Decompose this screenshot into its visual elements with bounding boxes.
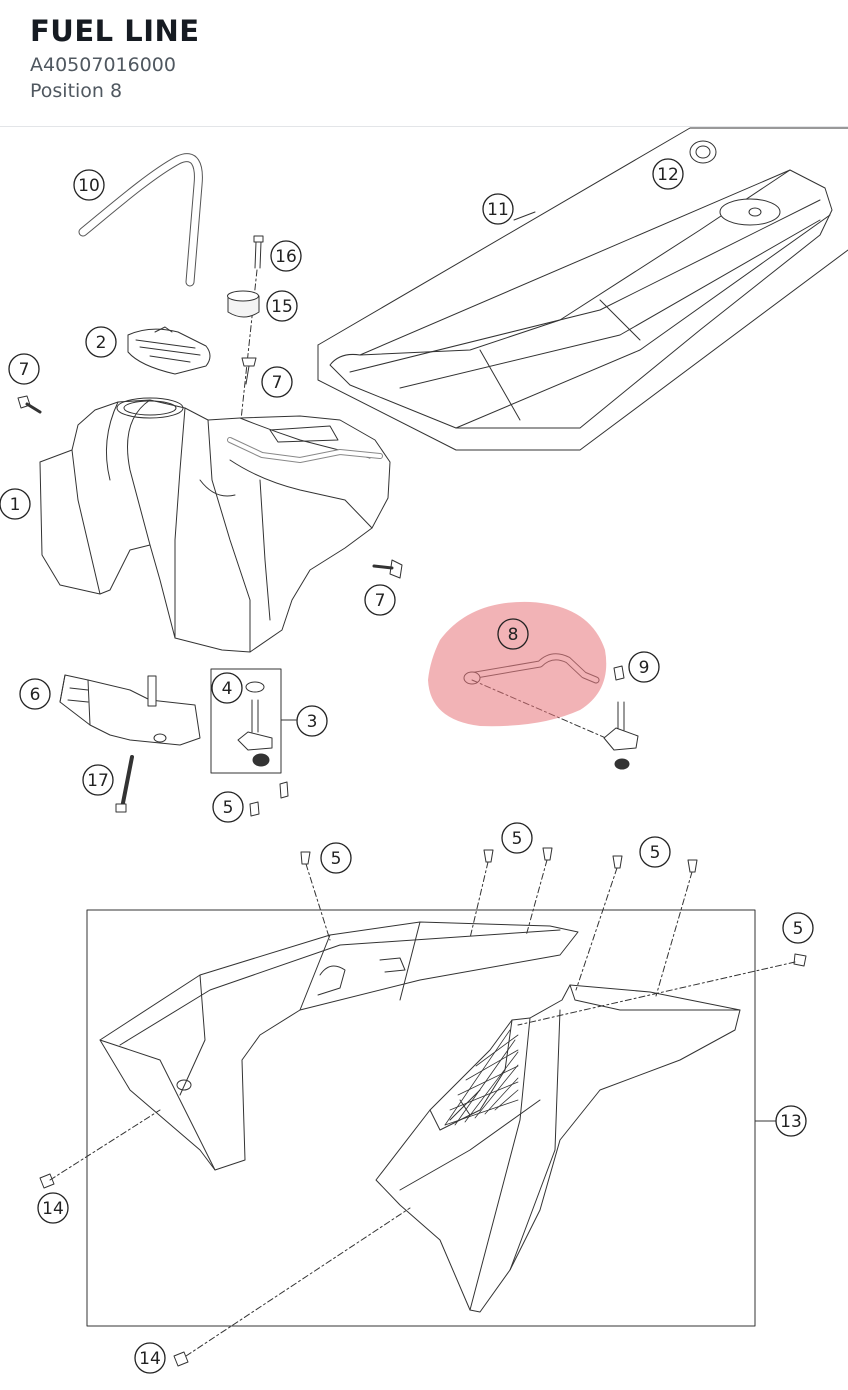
callout-circle	[501, 822, 533, 854]
callout-label: 6	[30, 685, 41, 705]
screw-part-7a	[241, 357, 257, 385]
callout-label: 5	[650, 843, 661, 863]
part-position: Position 8	[30, 80, 123, 102]
callout-circle	[296, 705, 328, 737]
screws-part-5-bottom	[249, 781, 289, 817]
callout-label: 7	[272, 373, 283, 393]
callout-label: 4	[222, 679, 233, 699]
callout-circle	[652, 158, 684, 190]
bolt-part-16	[240, 235, 264, 421]
callout-label: 17	[87, 771, 109, 791]
callout-circle	[320, 842, 352, 874]
callout-circle	[270, 240, 302, 272]
valve-part-9	[603, 665, 639, 770]
fuel-valve-group	[210, 668, 297, 774]
callout-label: 2	[96, 333, 107, 353]
part-header: FUEL LINE A40507016000 Position 8	[0, 0, 848, 127]
callout-circle	[782, 912, 814, 944]
callout-circle	[266, 290, 298, 322]
screw-part-7b	[17, 395, 42, 414]
callout-label: 14	[139, 1349, 161, 1369]
callout-circle	[364, 584, 396, 616]
callout-circle	[37, 1192, 69, 1224]
callout-circle	[211, 672, 243, 704]
callout-label: 8	[508, 625, 519, 645]
callout-circle	[212, 791, 244, 823]
callout-circle	[497, 618, 529, 650]
callout-label: 7	[19, 360, 30, 380]
callout-label: 12	[657, 165, 679, 185]
callout-label: 7	[375, 591, 386, 611]
screw-part-7c	[372, 559, 403, 579]
vent-hose-part	[78, 153, 203, 287]
screws-part-14	[39, 1109, 411, 1367]
callout-label: 15	[271, 297, 293, 317]
callout-label: 5	[223, 798, 234, 818]
bolt-part-17	[115, 755, 134, 813]
part-title: FUEL LINE	[30, 14, 200, 48]
callout-label: 5	[331, 849, 342, 869]
callout-label: 5	[512, 829, 523, 849]
callout-circle	[85, 326, 117, 358]
callout-label: 13	[780, 1112, 802, 1132]
screws-part-5-top	[300, 847, 807, 1026]
callout-label: 3	[307, 712, 318, 732]
tank-cap-part	[127, 326, 211, 375]
callout-label: 11	[487, 200, 509, 220]
bracket-part-6	[59, 674, 201, 746]
callout-label: 5	[793, 919, 804, 939]
callout-label: 1	[10, 495, 21, 515]
callout-circle	[19, 678, 51, 710]
callout-circle	[134, 1342, 166, 1374]
highlight-fuel-line	[428, 601, 607, 727]
part-number: A40507016000	[30, 54, 176, 76]
callout-circle	[0, 488, 31, 520]
callout-circle	[775, 1105, 807, 1137]
callout-label: 9	[639, 658, 650, 678]
bushing-part-15	[227, 290, 260, 318]
callout-circle	[482, 193, 514, 225]
callout-circle	[73, 169, 105, 201]
callout-circle	[82, 764, 114, 796]
callout-label: 10	[78, 176, 100, 196]
fuel-tank-part	[39, 397, 391, 653]
callout-circle	[639, 836, 671, 868]
callout-label: 14	[42, 1199, 64, 1219]
shroud-group	[86, 909, 779, 1327]
callout-circle	[261, 366, 293, 398]
seat-part	[317, 127, 848, 451]
callout-circle	[628, 651, 660, 683]
callout-circle	[8, 353, 40, 385]
callout-label: 16	[275, 247, 297, 267]
seat-cap-part	[689, 140, 717, 164]
